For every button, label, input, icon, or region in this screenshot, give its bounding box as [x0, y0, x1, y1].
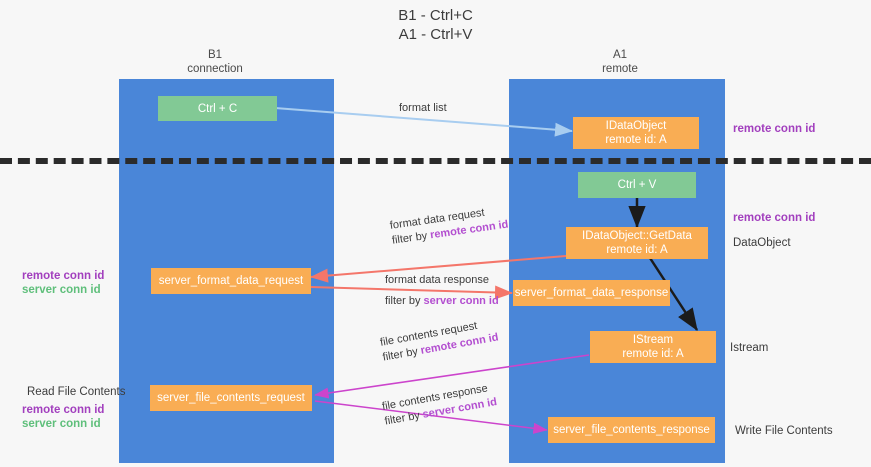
- node-idataobject-sub: remote id: A: [605, 134, 667, 146]
- node-getdata-label: IDataObject::GetData: [582, 230, 692, 242]
- title-line-1: B1 - Ctrl+C: [398, 7, 473, 24]
- edge-label-format-data-response-line2: filter by server conn id: [385, 294, 499, 309]
- edge-label-file-contents-response: file contents response filter by server …: [381, 380, 498, 429]
- node-istream[interactable]: IStream remote id: A: [590, 331, 716, 363]
- node-idataobject-label: IDataObject: [605, 120, 667, 132]
- column-header-b1: B1 connection: [105, 48, 325, 76]
- edge-label-format-data-request: format data request filter by remote con…: [389, 203, 509, 249]
- annotation-remote-conn-id-mid: remote conn id: [733, 211, 815, 225]
- node-server-format-data-request-label: server_format_data_request: [158, 275, 304, 287]
- edge-label-format-list: format list: [399, 101, 447, 116]
- annotation-istream-text: Istream: [730, 342, 769, 354]
- node-ctrl-v[interactable]: Ctrl + V: [578, 172, 696, 198]
- page-title: B1 - Ctrl+C A1 - Ctrl+V: [0, 6, 871, 44]
- filter-by-server-conn-id: server conn id: [423, 295, 499, 307]
- node-idataobject[interactable]: IDataObject remote id: A: [573, 117, 699, 149]
- edge-label-format-data-response-line1: format data response: [385, 274, 489, 286]
- node-server-file-contents-request[interactable]: server_file_contents_request: [150, 385, 312, 411]
- annotation-write-file-contents: Write File Contents: [735, 424, 833, 438]
- annotation-left-remote-conn-id: remote conn id: [22, 270, 105, 282]
- node-ctrl-v-label: Ctrl + V: [617, 179, 657, 191]
- annotation-left-server-conn-id: server conn id: [22, 284, 101, 296]
- node-idataobject-getdata[interactable]: IDataObject::GetData remote id: A: [566, 227, 708, 259]
- node-istream-sub: remote id: A: [622, 348, 684, 360]
- filter-by-prefix-2: filter by: [385, 295, 424, 307]
- column-header-b1-role: connection: [187, 63, 243, 75]
- annotation-left-conn-ids-2: remote conn id server conn id: [22, 403, 104, 431]
- node-ctrl-c-label: Ctrl + C: [197, 102, 238, 115]
- column-header-a1-name: A1: [612, 49, 628, 61]
- annotation-left-server-conn-id-2: server conn id: [22, 418, 101, 430]
- edge-label-file-contents-request: file contents request filter by remote c…: [379, 316, 500, 366]
- annotation-remote-conn-id-top: remote conn id: [733, 122, 815, 136]
- phase-divider: [0, 158, 871, 164]
- column-header-a1-role: remote: [602, 63, 638, 75]
- node-server-format-data-response[interactable]: server_format_data_response: [513, 280, 670, 306]
- node-server-format-data-request[interactable]: server_format_data_request: [151, 268, 311, 294]
- column-header-b1-name: B1: [207, 49, 223, 61]
- title-line-2: A1 - Ctrl+V: [398, 26, 473, 43]
- node-server-file-contents-request-label: server_file_contents_request: [157, 392, 305, 404]
- annotation-dataobject: DataObject: [733, 236, 791, 250]
- annotation-left-remote-conn-id-2: remote conn id: [22, 404, 105, 416]
- edge-label-format-list-text: format list: [399, 102, 447, 114]
- annotation-remote-conn-id-mid-text: remote conn id: [733, 212, 816, 224]
- edge-label-format-data-response: format data response filter by server co…: [385, 273, 499, 309]
- annotation-read-file-contents-text: Read File Contents: [27, 386, 126, 398]
- node-server-file-contents-response[interactable]: server_file_contents_response: [548, 417, 715, 443]
- annotation-istream: Istream: [730, 341, 768, 355]
- annotation-read-file-contents: Read File Contents: [27, 385, 125, 399]
- node-istream-label: IStream: [632, 334, 674, 346]
- annotation-remote-conn-id-top-text: remote conn id: [733, 123, 816, 135]
- filter-by-prefix: filter by: [391, 229, 432, 247]
- annotation-left-conn-ids: remote conn id server conn id: [22, 269, 104, 297]
- annotation-write-file-contents-text: Write File Contents: [735, 425, 833, 437]
- annotation-dataobject-text: DataObject: [733, 237, 791, 249]
- column-header-a1: A1 remote: [510, 48, 730, 76]
- node-ctrl-c[interactable]: Ctrl + C: [158, 96, 277, 121]
- node-server-format-data-response-label: server_format_data_response: [514, 287, 669, 299]
- node-getdata-sub: remote id: A: [606, 244, 668, 256]
- node-server-file-contents-response-label: server_file_contents_response: [553, 424, 710, 436]
